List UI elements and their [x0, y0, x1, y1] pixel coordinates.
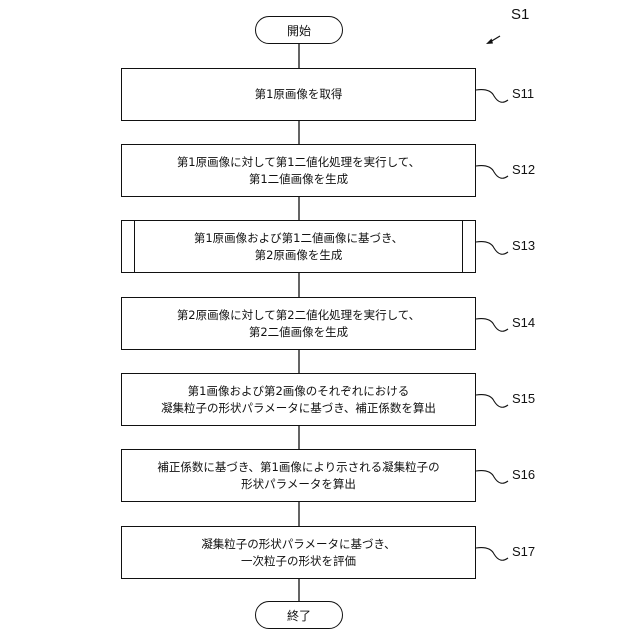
- step-box-s11: 第1原画像を取得: [121, 68, 476, 121]
- step-leader-line: [476, 90, 508, 103]
- figure-pointer-arrowhead: [486, 39, 493, 45]
- step-label-s16: S16: [512, 467, 535, 482]
- step-text-line: 第1原画像に対して第1二値化処理を実行して、: [177, 154, 420, 171]
- step-leader-line: [476, 242, 508, 255]
- step-box-s12: 第1原画像に対して第1二値化処理を実行して、第1二値画像を生成: [121, 144, 476, 197]
- figure-label: S1: [511, 6, 529, 23]
- start-terminal: 開始: [255, 16, 343, 44]
- step-text-line: 形状パラメータを算出: [241, 476, 356, 493]
- step-text-line: 第1原画像を取得: [255, 86, 343, 103]
- step-label-s12: S12: [512, 162, 535, 177]
- step-leader-line: [476, 319, 508, 332]
- step-label-s14: S14: [512, 315, 535, 330]
- step-box-s15: 第1画像および第2画像のそれぞれにおける凝集粒子の形状パラメータに基づき、補正係…: [121, 373, 476, 426]
- step-leader-line: [476, 548, 508, 561]
- step-text-line: 第2原画像を生成: [255, 247, 343, 264]
- step-label-s15: S15: [512, 391, 535, 406]
- step-text-line: 第2二値画像を生成: [249, 324, 348, 341]
- step-box-s14: 第2原画像に対して第2二値化処理を実行して、第2二値画像を生成: [121, 297, 476, 350]
- step-text-line: 凝集粒子の形状パラメータに基づき、: [201, 536, 395, 553]
- end-terminal: 終了: [255, 601, 343, 629]
- step-box-s17: 凝集粒子の形状パラメータに基づき、一次粒子の形状を評価: [121, 526, 476, 579]
- step-label-s17: S17: [512, 544, 535, 559]
- step-leader-line: [476, 471, 508, 484]
- step-box-s16: 補正係数に基づき、第1画像により示される凝集粒子の形状パラメータを算出: [121, 449, 476, 502]
- step-label-s13: S13: [512, 238, 535, 253]
- start-label: 開始: [287, 22, 311, 39]
- step-text-line: 第2原画像に対して第2二値化処理を実行して、: [177, 307, 420, 324]
- step-text-line: 第1画像および第2画像のそれぞれにおける: [188, 383, 410, 400]
- end-label: 終了: [287, 607, 311, 624]
- step-text-line: 凝集粒子の形状パラメータに基づき、補正係数を算出: [161, 400, 436, 417]
- step-text-line: 第1原画像および第1二値画像に基づき、: [194, 230, 403, 247]
- step-label-s11: S11: [512, 86, 534, 101]
- step-box-s13: 第1原画像および第1二値画像に基づき、第2原画像を生成: [121, 220, 476, 273]
- step-text-line: 補正係数に基づき、第1画像により示される凝集粒子の: [157, 459, 439, 476]
- step-text-line: 第1二値画像を生成: [249, 171, 348, 188]
- step-leader-line: [476, 395, 508, 408]
- step-leader-line: [476, 166, 508, 179]
- step-text-line: 一次粒子の形状を評価: [241, 553, 356, 570]
